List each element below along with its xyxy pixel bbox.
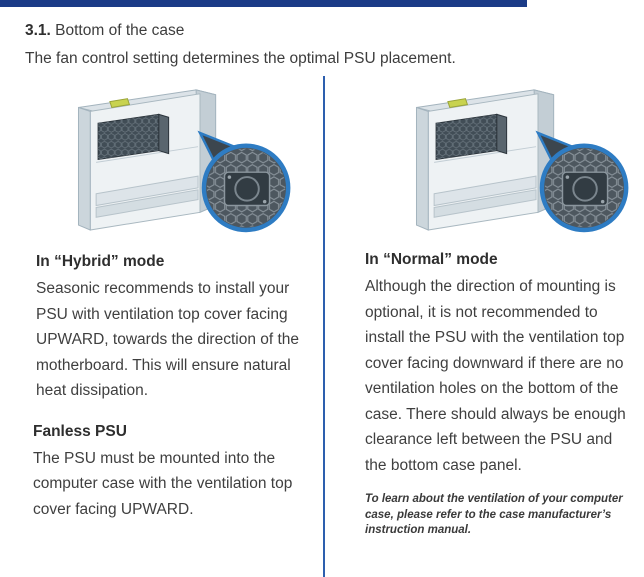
section-number: 3.1.: [25, 22, 51, 39]
content-columns: In “Hybrid” mode Seasonic recommends to …: [0, 76, 644, 577]
normal-mode-block: In “Normal” mode Although the direction …: [365, 251, 636, 478]
case-illustration-normal: [391, 78, 636, 235]
hybrid-mode-column: In “Hybrid” mode Seasonic recommends to …: [0, 76, 323, 577]
fanless-psu-heading: Fanless PSU: [33, 422, 127, 440]
hybrid-mode-heading: In “Hybrid” mode: [36, 253, 165, 270]
section-heading: 3.1. Bottom of the case: [25, 22, 620, 40]
column-divider: [323, 76, 325, 577]
case-illustration-hybrid: [53, 78, 298, 235]
fanless-psu-block: Fanless PSU The PSU must be mounted into…: [33, 423, 317, 523]
case-ventilation-footnote: To learn about the ventilation of your c…: [365, 493, 623, 536]
fanless-psu-body: The PSU must be mounted into the compute…: [33, 449, 293, 518]
hybrid-mode-block: In “Hybrid” mode Seasonic recommends to …: [36, 253, 317, 404]
hybrid-mode-body: Seasonic recommends to install your PSU …: [36, 280, 300, 399]
section-title: Bottom of the case: [55, 22, 185, 39]
normal-mode-body: Although the direction of mounting is op…: [365, 278, 626, 474]
normal-mode-column: In “Normal” mode Although the direction …: [325, 76, 644, 577]
normal-mode-heading: In “Normal” mode: [365, 251, 498, 268]
section-header: 3.1. Bottom of the case The fan control …: [0, 7, 644, 68]
section-subtitle: The fan control setting determines the o…: [25, 50, 456, 67]
top-accent-bar: [0, 0, 527, 7]
